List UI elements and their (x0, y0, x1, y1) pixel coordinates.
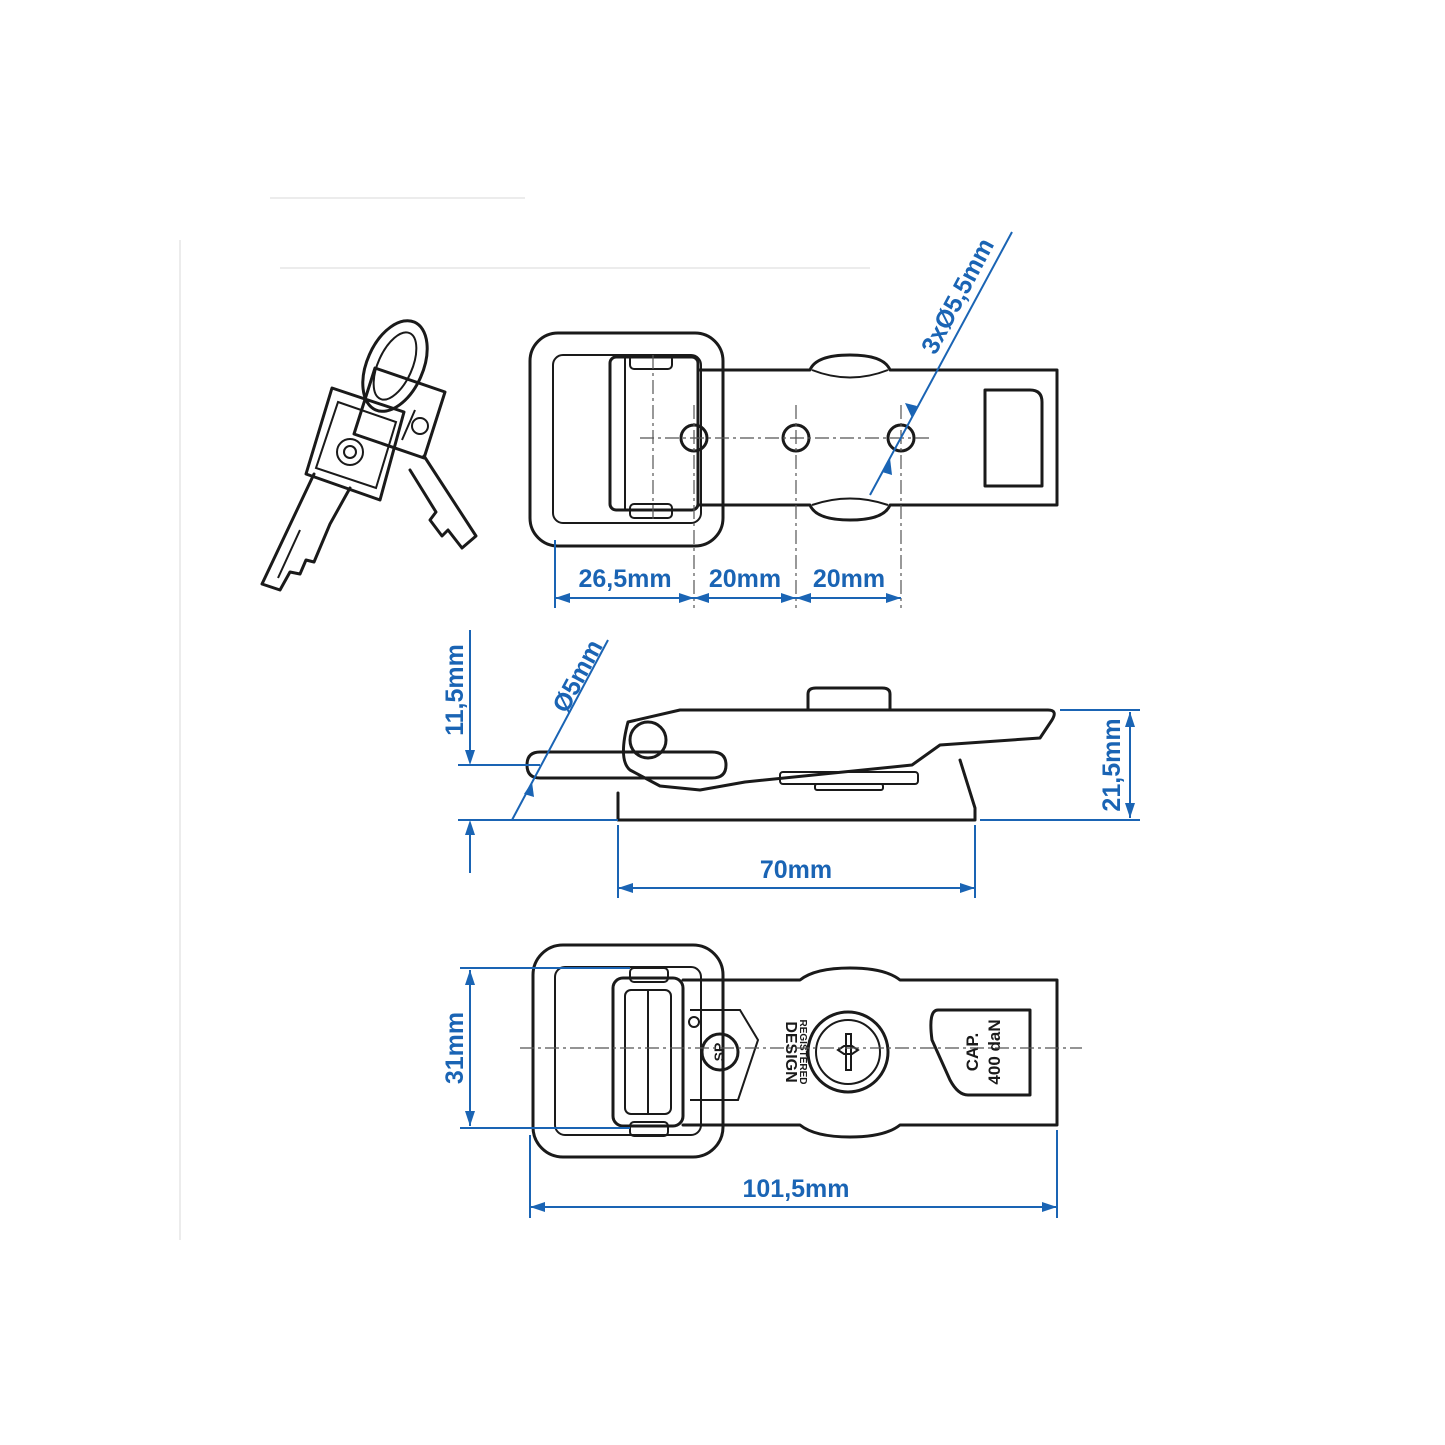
brand-logo-icon: SP (700, 1032, 740, 1072)
dim-total-length: 101,5mm (742, 1175, 849, 1203)
dim-base-length: 70mm (760, 856, 832, 884)
marking-registered: REGISTERED (797, 1019, 808, 1084)
dim-total-height: 21,5mm (1098, 718, 1126, 811)
key-icon (260, 319, 478, 592)
watermark (179, 197, 870, 1240)
svg-text:SP: SP (711, 1043, 727, 1062)
dim-width: 31mm (441, 1012, 469, 1084)
dim-hole-spacing-1: 26,5mm (578, 565, 671, 593)
marking-cap: CAP. (963, 1033, 982, 1071)
lock-cylinder-icon (806, 1010, 890, 1094)
marking-design: DESIGN (782, 1021, 799, 1082)
marking-capacity: 400 daN (985, 1019, 1004, 1084)
dim-hole-spacing-2: 20mm (709, 565, 781, 593)
dim-hole-spacing-3: 20mm (813, 565, 885, 593)
latch-front-view: SP DESIGN REGISTERED CAP. 400 daN (520, 943, 1082, 1159)
latch-top-view (528, 331, 1059, 608)
latch-side-view (525, 686, 1056, 822)
dim-pin-height: 11,5mm (441, 644, 469, 736)
front-view-dimensions: 31mm 101,5mm (441, 967, 1058, 1218)
